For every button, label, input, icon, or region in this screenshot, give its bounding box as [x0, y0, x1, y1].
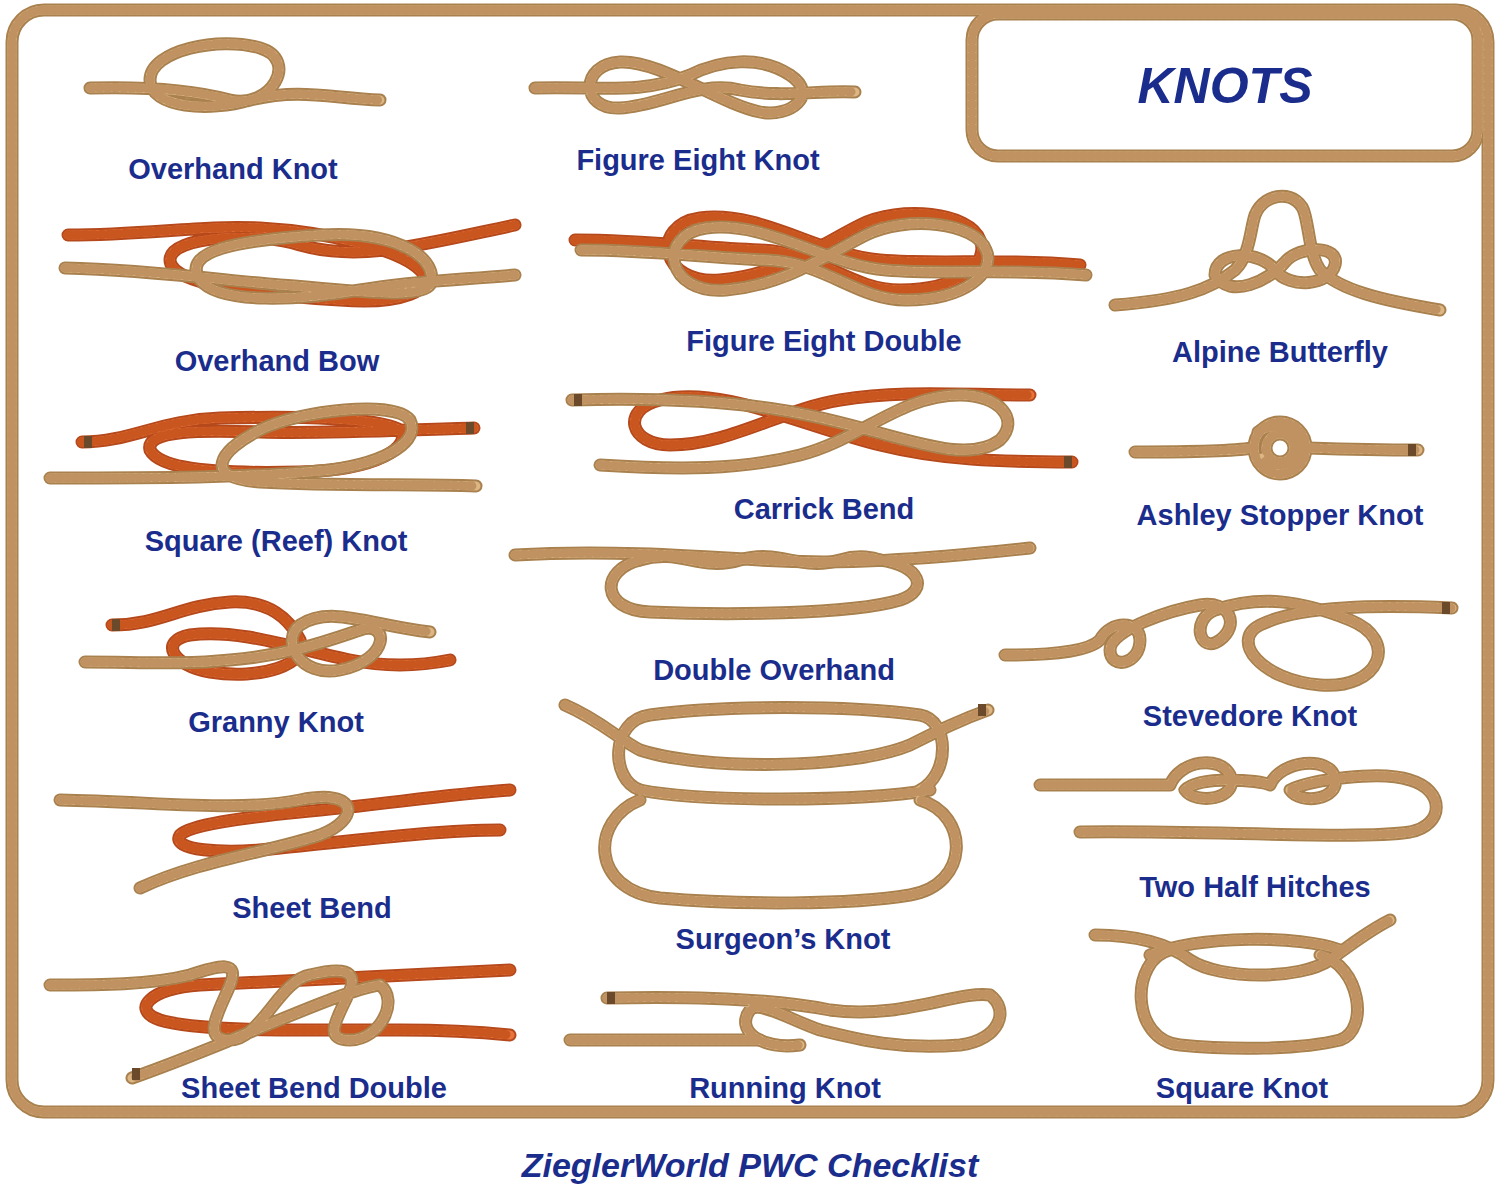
knot-name: Square (Reef) Knot: [145, 526, 408, 558]
rope-ends: [84, 394, 1450, 1080]
rope-end: [132, 1068, 140, 1080]
rope-end: [1408, 444, 1416, 456]
knot-name: Overhand Knot: [128, 154, 337, 186]
tan-rope-outline: [12, 10, 1488, 1112]
rope-end: [574, 394, 582, 406]
knot-name: Running Knot: [689, 1073, 881, 1105]
orange-rope: [68, 214, 1080, 1035]
knot-name: Carrick Bend: [734, 494, 915, 526]
caption: ZieglerWorld PWC Checklist: [522, 1147, 979, 1184]
knot-name: Granny Knot: [188, 707, 364, 739]
orange-rope-outline: [68, 214, 1080, 1035]
orange-rope-twist: [68, 214, 1080, 1035]
rope-end: [1064, 456, 1072, 468]
knot-name: Sheet Bend Double: [181, 1073, 447, 1105]
chart-title: KNOTS: [1138, 59, 1313, 114]
knot-name: Two Half Hitches: [1139, 872, 1371, 904]
knot-name: Alpine Butterfly: [1172, 337, 1388, 369]
tan-rope: [12, 10, 1488, 1112]
knot-name: Double Overhand: [653, 655, 895, 687]
rope-end: [112, 619, 120, 631]
tan-rope-twist: [12, 10, 1488, 1112]
knot-name: Square Knot: [1156, 1073, 1328, 1105]
knot-name: Overhand Bow: [175, 346, 380, 378]
rope-end: [84, 436, 92, 448]
rope-end: [607, 992, 615, 1004]
knot-name: Sheet Bend: [232, 893, 392, 925]
knot-name: Stevedore Knot: [1143, 701, 1357, 733]
knot-name: Figure Eight Double: [686, 326, 962, 358]
rope-end: [978, 704, 986, 716]
knot-name: Ashley Stopper Knot: [1137, 500, 1424, 532]
rope-end: [466, 422, 474, 434]
knot-name: Figure Eight Knot: [576, 145, 819, 177]
knot-name: Surgeon’s Knot: [676, 924, 891, 956]
rope-end: [1442, 602, 1450, 614]
